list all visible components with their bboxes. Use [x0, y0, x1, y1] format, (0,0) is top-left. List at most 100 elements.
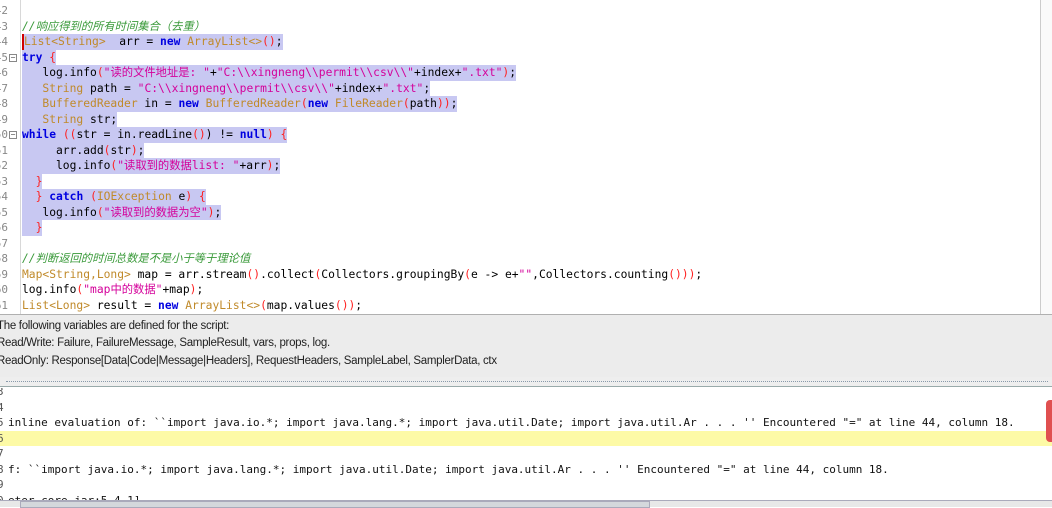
code-token: ; — [509, 66, 517, 79]
code-token: ; — [450, 97, 458, 110]
gutter-divider — [20, 0, 21, 314]
code-token: new — [307, 97, 329, 110]
log-line[interactable]: 7 — [0, 446, 1052, 462]
code-text: BufferedReader in = new BufferedReader(n… — [22, 96, 458, 112]
log-line[interactable]: 3 — [0, 388, 1052, 400]
code-token: { — [49, 50, 57, 64]
code-token: ( — [96, 66, 104, 79]
code-token: +map — [162, 283, 190, 296]
code-token: ( — [110, 159, 118, 172]
code-token: "" — [518, 267, 533, 281]
script-editor[interactable]: 4243//响应得到的所有时间集合（去重）44List<String> arr … — [0, 0, 1052, 315]
code-text: } catch (IOException e) { — [22, 189, 206, 205]
code-token: { — [198, 190, 206, 203]
code-text: while ((str = in.readLine()) != null) { — [22, 127, 288, 143]
line-number: 49 — [0, 112, 8, 126]
code-token: ; — [355, 298, 363, 312]
splitter-grip[interactable] — [6, 381, 1048, 383]
code-token — [22, 190, 36, 203]
code-token: ( — [464, 267, 471, 281]
line-number: 55 — [0, 205, 8, 219]
code-token: FileReader — [328, 97, 403, 110]
code-token: log.info — [22, 66, 97, 79]
code-token: try — [22, 50, 43, 64]
script-variables-help: The following variables are defined for … — [0, 315, 1052, 377]
code-token — [22, 97, 42, 110]
log-line-number: 5 — [0, 416, 4, 429]
code-token: String — [42, 112, 84, 126]
code-token: ,Collectors.counting — [532, 267, 669, 281]
code-token: String — [42, 81, 84, 95]
code-token: Collectors.groupingBy — [321, 267, 465, 281]
code-token: log.info — [22, 159, 111, 172]
code-token: str = in.readLine — [76, 128, 193, 141]
code-text: log.info("map中的数据"+map); — [22, 282, 203, 298]
line-number: 60 — [0, 283, 8, 296]
code-text: arr.add(str); — [22, 142, 145, 158]
panel-splitter[interactable] — [0, 377, 1052, 387]
code-token: ".txt" — [461, 66, 503, 79]
log-line[interactable]: 6 — [0, 430, 1052, 446]
code-token — [22, 175, 36, 188]
log-line-number: 0 — [0, 493, 4, 501]
log-line[interactable]: 9 — [0, 477, 1052, 493]
code-token: ( — [402, 97, 410, 110]
log-line[interactable]: 5 inline evaluation of: ``import java.io.… — [0, 415, 1052, 431]
code-text: //判断返回的时间总数是不是小于等于理论值 — [22, 251, 250, 267]
code-token: //响应得到的所有时间集合（去重） — [22, 19, 206, 33]
code-token: () — [262, 35, 276, 48]
editor-vertical-scrollbar[interactable] — [1040, 0, 1052, 314]
code-token: "读的文件地址是: " — [103, 66, 210, 79]
code-token: ( — [314, 267, 322, 281]
code-token: +index+ — [334, 81, 383, 95]
log-line-number: 3 — [0, 388, 4, 398]
line-number: 51 — [0, 143, 8, 157]
log-line[interactable]: 4 — [0, 400, 1052, 416]
code-token: IOException — [96, 190, 172, 203]
code-token: ArrayList<> — [178, 298, 261, 312]
line-number: 53 — [0, 174, 8, 188]
code-token: ; — [275, 35, 283, 48]
code-token: +index+ — [414, 66, 462, 79]
code-token: arr = — [105, 35, 161, 48]
code-text: String str; — [22, 111, 118, 127]
code-token: BufferedReader — [42, 97, 138, 110]
code-token: ) — [207, 205, 215, 219]
code-token — [192, 190, 199, 203]
fold-toggle-icon[interactable]: − — [9, 52, 17, 62]
code-token: path — [409, 97, 437, 110]
line-number: 59 — [0, 267, 8, 281]
code-text: log.info("读取到的数据list: "+arr); — [22, 158, 281, 174]
code-token: ; — [695, 267, 703, 281]
code-token: result = — [90, 298, 159, 312]
code-token: ".txt" — [382, 81, 424, 95]
log-line-text: inline evaluation of: ``import java.io.*… — [8, 416, 1015, 429]
code-token: ( — [90, 190, 97, 203]
code-token — [274, 128, 281, 141]
code-token: ) — [266, 159, 274, 172]
fold-toggle-icon[interactable]: − — [9, 130, 17, 139]
code-token: ( — [103, 143, 111, 157]
code-token: ) — [266, 128, 274, 141]
log-horizontal-scrollbar[interactable] — [0, 500, 1052, 508]
code-token: log.info — [22, 205, 97, 219]
code-token: { — [280, 128, 288, 141]
code-text: List<Long> result = new ArrayList<>(map.… — [22, 298, 362, 314]
code-text: //响应得到的所有时间集合（去重） — [22, 19, 205, 35]
code-token: ; — [137, 143, 145, 157]
code-token: while — [22, 128, 57, 141]
code-token: ) — [502, 66, 510, 79]
line-number: 56 — [0, 221, 8, 234]
code-text: List<String> arr = new ArrayList<>(); — [22, 34, 283, 50]
variables-read-write: Read/Write: Failure, FailureMessage, Sam… — [0, 337, 330, 349]
code-text: log.info("读取到的数据为空"); — [22, 204, 222, 220]
code-token: in = — [137, 97, 179, 110]
code-token: "读取到的数据list: " — [117, 159, 240, 172]
code-token — [22, 221, 36, 234]
code-token: () — [192, 128, 206, 141]
code-token — [56, 128, 63, 141]
code-token: .collect — [260, 267, 315, 281]
